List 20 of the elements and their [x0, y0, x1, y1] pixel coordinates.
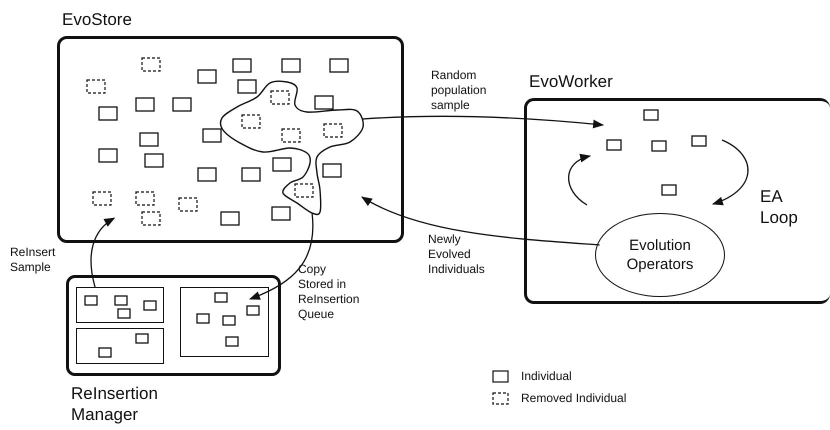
panel-title: EvoStore [62, 9, 133, 30]
queue-box [76, 328, 164, 364]
sample-outline [222, 82, 364, 214]
legend-label: Individual [521, 369, 572, 384]
queue-box [180, 287, 269, 357]
operators-ellipse [595, 213, 725, 297]
arrow [362, 116, 604, 128]
arrow [361, 196, 600, 246]
panel-title: EvoWorker [529, 71, 614, 92]
edge-label: Copy Stored in ReInsertion Queue [298, 262, 360, 322]
arrow [249, 212, 314, 300]
loop-label: EA Loop [760, 186, 799, 228]
edge-label: Random population sample [431, 68, 488, 113]
node-label: Evolution Operators [626, 236, 694, 274]
queue-box [76, 287, 164, 323]
legend-label: Removed Individual [521, 391, 626, 406]
panel-title: ReInsertion Manager [71, 383, 159, 425]
arrow [90, 218, 116, 288]
edge-label: Newly Evolved Individuals [428, 232, 486, 277]
edge-label: ReInsert Sample [10, 245, 56, 275]
